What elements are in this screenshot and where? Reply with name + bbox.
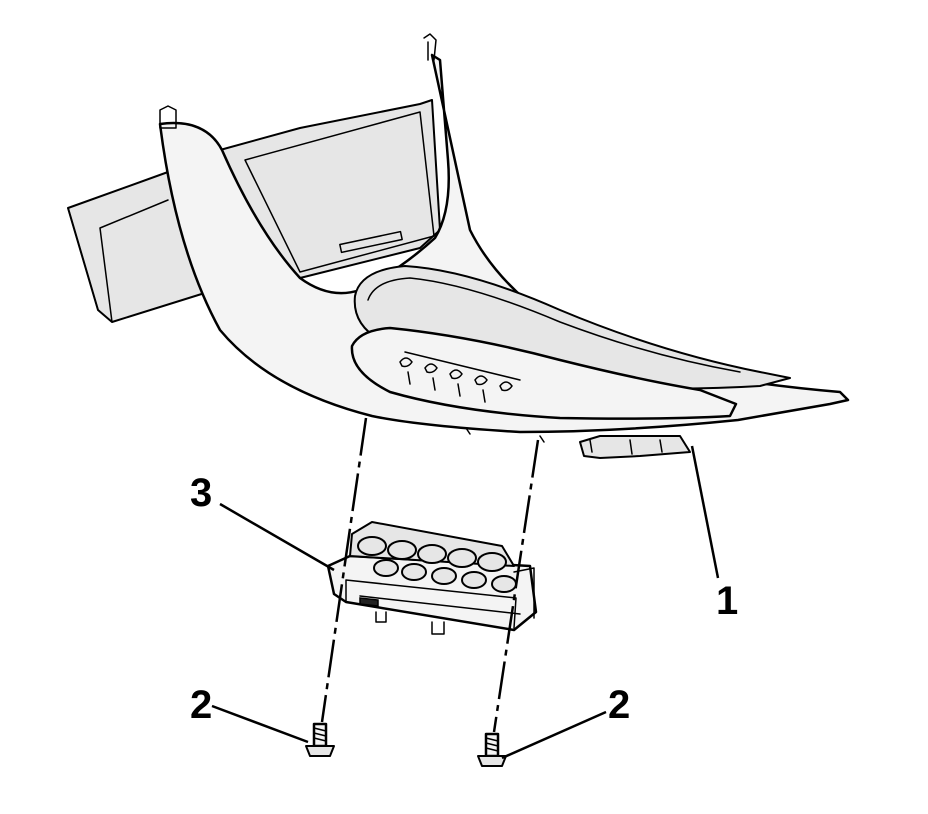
console-trim-plate (67, 33, 850, 459)
leader-line-2-right (501, 710, 607, 760)
trim-plate-lower-bracket (579, 435, 691, 459)
trim-plate-rear-extension-edge (67, 199, 169, 323)
trim-plate-slot (339, 230, 403, 254)
callout-label-3: 3 (190, 471, 212, 515)
switch-assembly-clips (375, 567, 535, 635)
leader-line-3 (219, 502, 335, 572)
trim-plate-indicator-plate (350, 326, 738, 420)
leader-line-2-left (211, 704, 309, 744)
trim-plate-top-tab (423, 33, 437, 61)
switch-assembly-buttons (357, 536, 517, 593)
trim-plate-gear-indicators (399, 351, 521, 403)
trim-plate-shifter-opening-inner (367, 277, 741, 373)
callout-label-1: 1 (716, 579, 738, 623)
switch-assembly (326, 521, 538, 635)
trim-plate-locating-pin (159, 105, 177, 129)
leader-line-1 (690, 445, 720, 579)
callout-label-2-left: 2 (190, 683, 212, 727)
alignment-line-left (320, 417, 368, 723)
alignment-line-right (492, 439, 540, 733)
screw-left (305, 722, 335, 757)
trim-plate-top-box-face (244, 111, 435, 273)
screw-right (477, 732, 507, 767)
switch-assembly-housing-face (345, 579, 521, 629)
callout-label-2-right: 2 (608, 683, 630, 727)
